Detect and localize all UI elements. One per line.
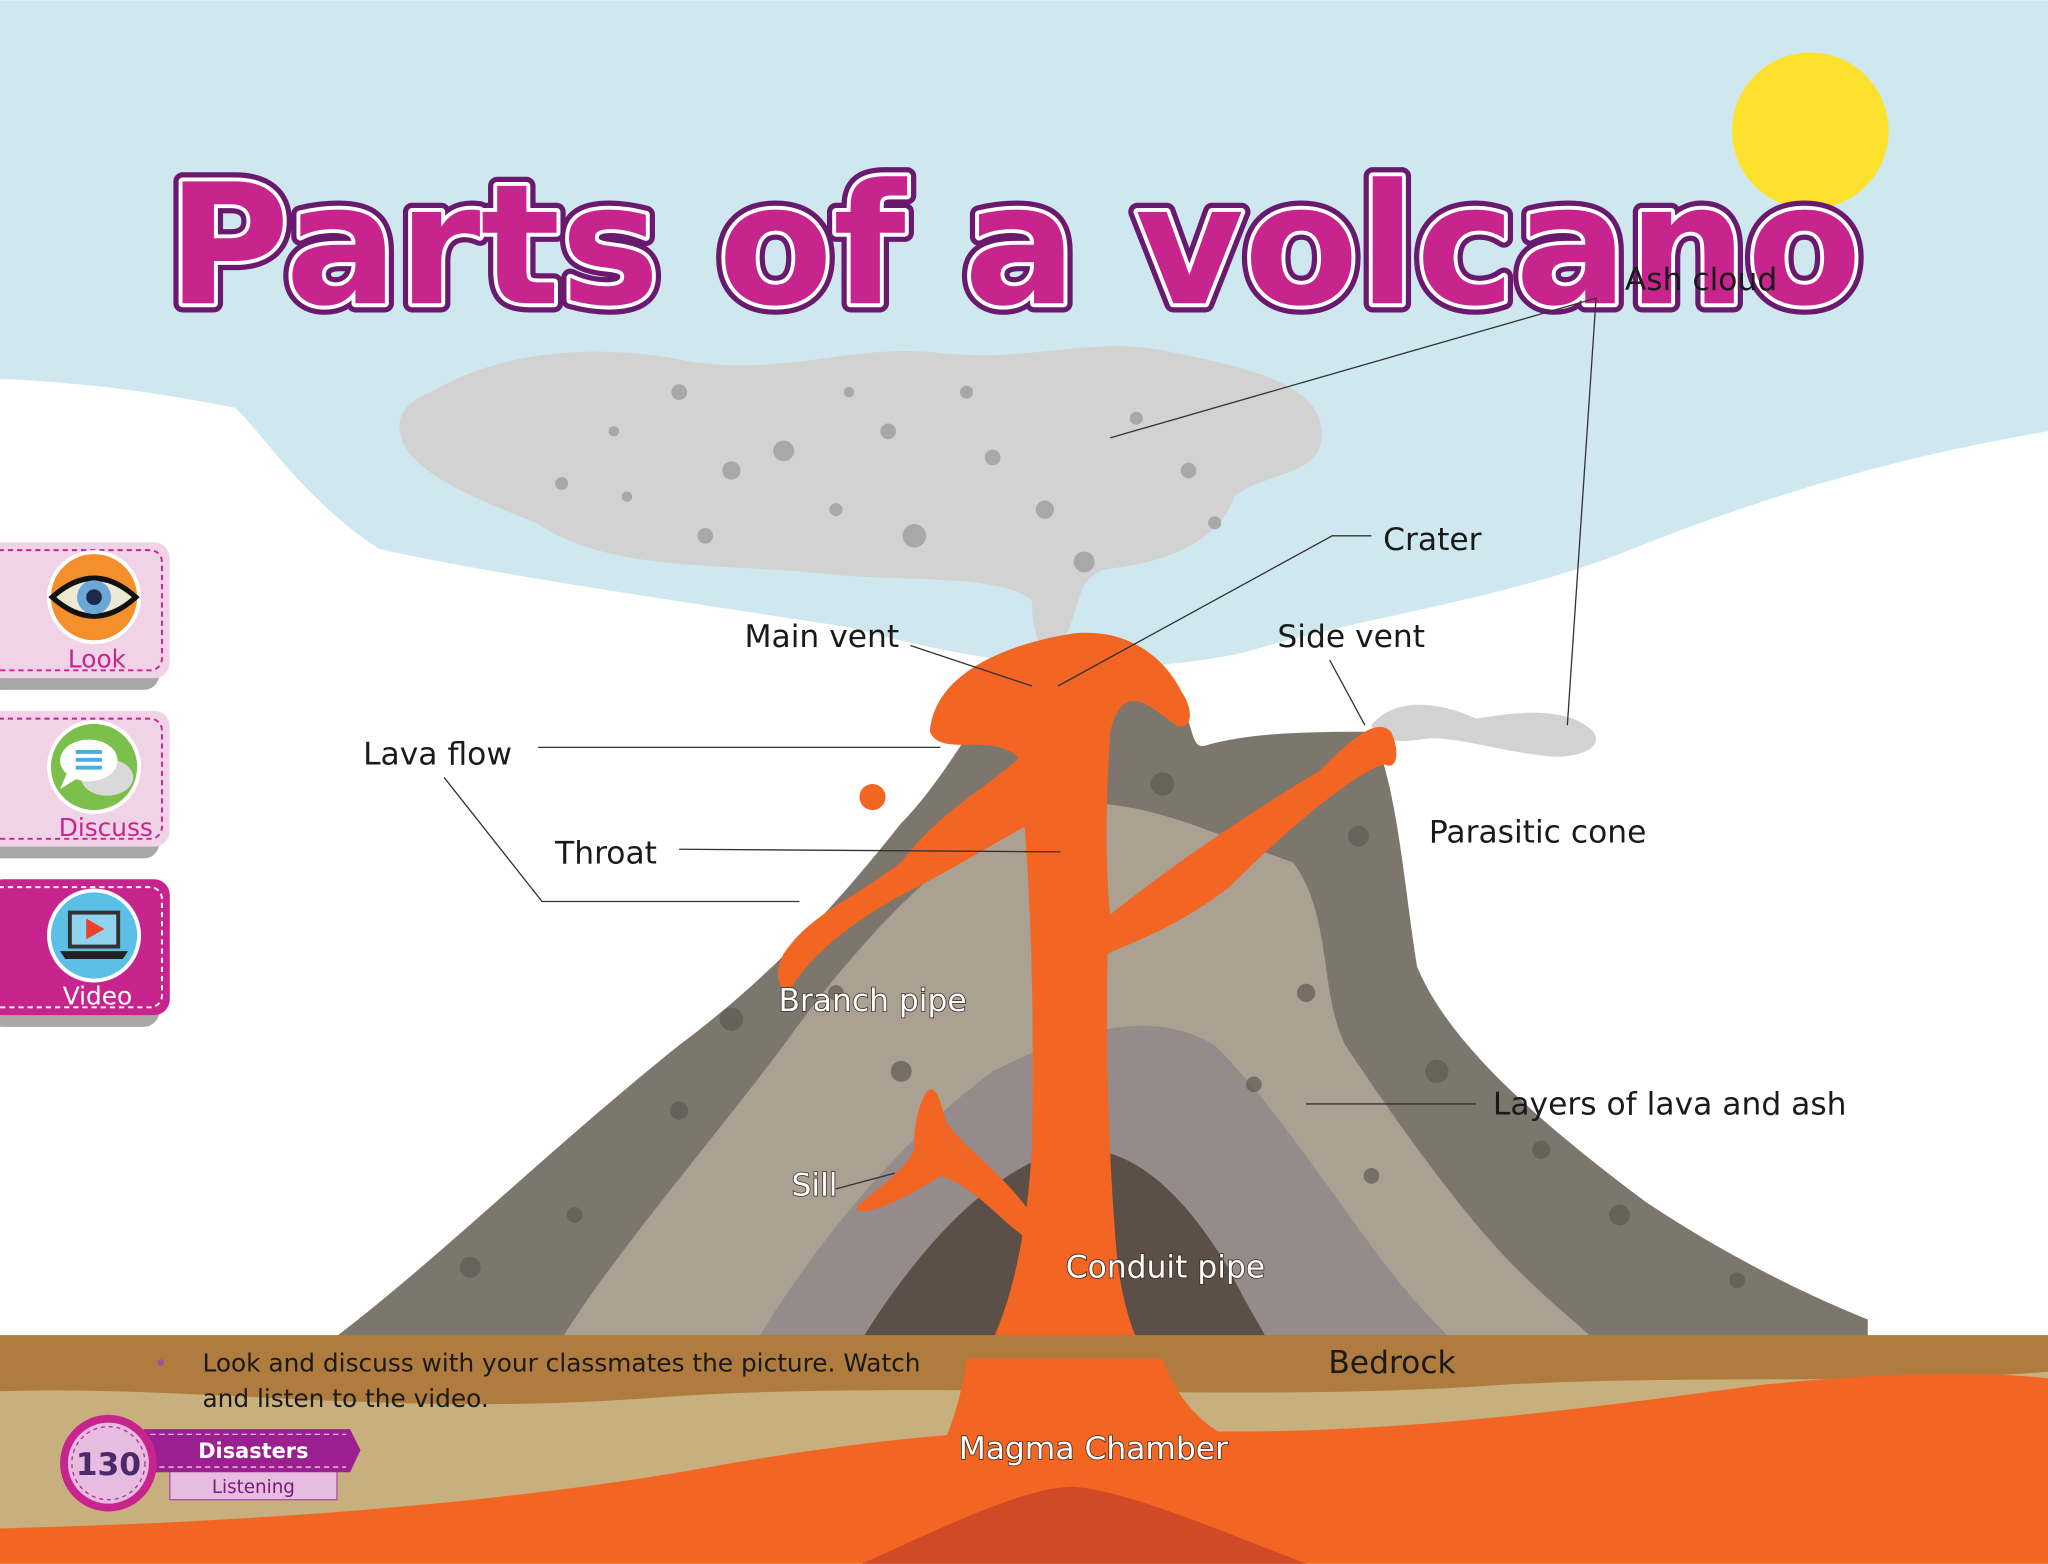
instructions-line-1: Look and discuss with your classmates th…: [202, 1349, 920, 1378]
magma-chamber: [0, 1373, 2048, 1564]
label-sill: Sill: [792, 1167, 838, 1203]
label-bedrock: Bedrock: [1328, 1345, 1456, 1381]
label-branch-pipe: Branch pipe: [778, 983, 966, 1019]
page-title: Parts of a volcano: [167, 149, 1862, 343]
label-crater: Crater: [1383, 522, 1482, 558]
page-number-badge: 130: [60, 1414, 157, 1512]
label-layers: Layers of lava and ash: [1493, 1086, 1847, 1122]
video-button[interactable]: Video: [0, 879, 170, 1027]
speech-bubbles-icon: [47, 719, 142, 814]
side-vent-smoke: [1371, 704, 1597, 757]
laptop-play-icon: [47, 888, 142, 983]
lava-flow: [778, 757, 1032, 991]
unit-label: Disasters: [198, 1439, 308, 1463]
section-label: Listening: [212, 1477, 295, 1498]
label-main-vent: Main vent: [744, 619, 899, 655]
label-side-vent: Side vent: [1277, 619, 1425, 655]
look-label: Look: [68, 645, 127, 674]
ash-cloud: [399, 346, 1322, 650]
conduit-pipe: [929, 632, 1397, 1385]
lava: [778, 632, 1397, 1385]
ash-specks: [555, 384, 1222, 573]
label-magma-chamber: Magma Chamber: [959, 1431, 1228, 1467]
discuss-button[interactable]: Discuss: [0, 710, 170, 859]
eye-icon: [47, 550, 142, 645]
magma-chamber-dark: [862, 1486, 1307, 1564]
look-button[interactable]: Look: [0, 542, 170, 690]
label-ash-cloud: Ash cloud: [1625, 262, 1777, 298]
sill-lava: [855, 1089, 1032, 1242]
label-parasitic-cone: Parasitic cone: [1429, 815, 1646, 851]
label-conduit-pipe: Conduit pipe: [1066, 1250, 1265, 1286]
conduit-base: [940, 1358, 1228, 1451]
bullet: [157, 1359, 164, 1366]
sun: [1731, 52, 1889, 210]
page-number: 130: [76, 1447, 141, 1483]
label-lava-flow: Lava flow: [363, 736, 512, 772]
instructions-line-2: and listen to the video.: [202, 1384, 488, 1413]
leader-lines: [443, 297, 1597, 1190]
video-label: Video: [63, 982, 132, 1011]
label-throat: Throat: [554, 836, 657, 872]
page-title-outline: Parts of a volcano: [167, 149, 1862, 343]
unit-banner: Listening Disasters: [143, 1429, 361, 1501]
discuss-label: Discuss: [59, 813, 153, 842]
